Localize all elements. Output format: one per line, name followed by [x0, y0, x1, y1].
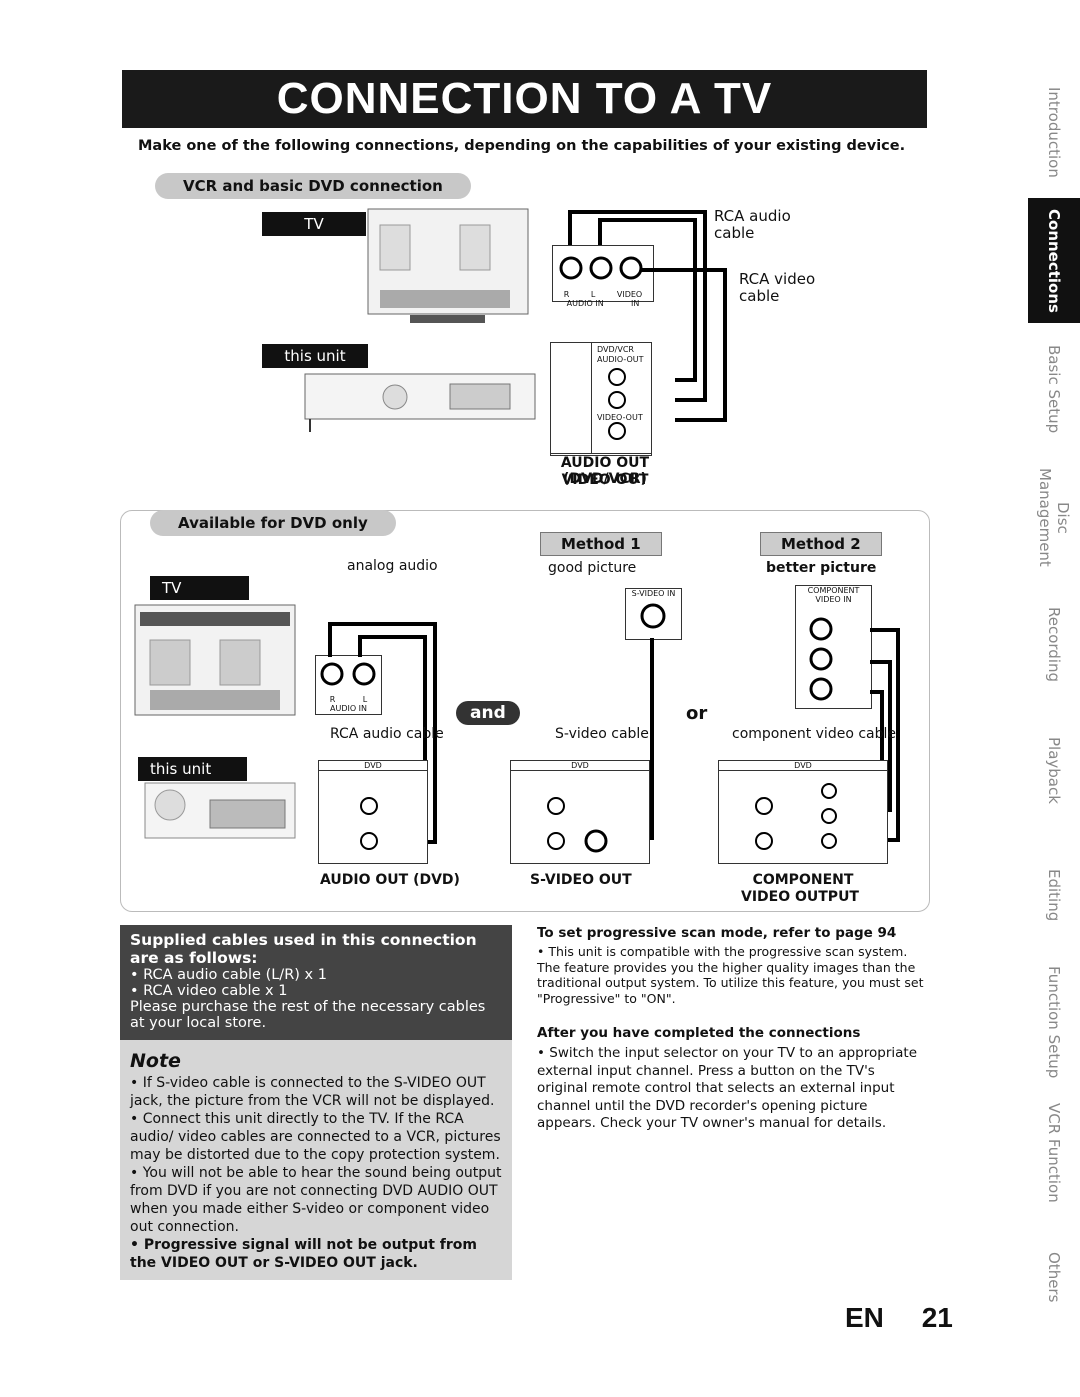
unit-tag-2: this unit	[138, 757, 247, 781]
and-badge: and	[456, 701, 520, 725]
caption-video-output: VIDEO OUTPUT	[740, 889, 859, 905]
analog-audio-label: analog audio	[347, 558, 438, 574]
audio-in-l: L	[362, 695, 368, 704]
dvd-panel-svideo: DVD	[510, 760, 650, 864]
method2-badge: Method 2	[760, 532, 882, 556]
sidebar-item-basic-setup[interactable]: Basic Setup	[1045, 344, 1063, 434]
svideo-jack-icon	[640, 603, 666, 629]
audio-in-r: R	[329, 695, 336, 704]
page-number: 21	[921, 1302, 953, 1333]
note-item-3: • You will not be able to hear the sound…	[130, 1165, 502, 1235]
good-picture-label: good picture	[548, 560, 637, 576]
dvd-svideo-jacks	[547, 797, 608, 853]
audio-in-rl: R L	[316, 695, 381, 704]
sidebar-item-editing[interactable]: Editing	[1045, 868, 1063, 922]
sidebar-item-recording[interactable]: Recording	[1045, 607, 1063, 683]
sidebar-item-connections[interactable]: Connections	[1028, 198, 1080, 323]
footer-lang: EN	[845, 1302, 884, 1333]
section-label-vcr: VCR and basic DVD connection	[155, 173, 471, 199]
sidebar-item-introduction[interactable]: Introduction	[1045, 87, 1063, 178]
jack-label-video: VIDEO	[616, 290, 643, 299]
dvd-label-3: DVD	[719, 761, 887, 771]
unit-rear-illustration-2	[144, 782, 296, 839]
sidebar-item-function-setup[interactable]: Function Setup	[1045, 966, 1063, 1079]
tv-tag-2: TV	[150, 576, 249, 600]
sidebar-item-vcr-function[interactable]: VCR Function	[1045, 1102, 1063, 1203]
dvd-panel-component: DVD	[718, 760, 888, 864]
sidebar-item-others[interactable]: Others	[1045, 1252, 1063, 1303]
page-title: CONNECTION TO A TV	[276, 74, 773, 123]
section-label-dvd: Available for DVD only	[150, 510, 396, 536]
tv-tag: TV	[262, 212, 366, 236]
tv-input-panel: R L VIDEO AUDIO IN IN	[552, 245, 654, 308]
note-item-2: • Connect this unit directly to the TV. …	[130, 1111, 501, 1163]
svideo-in-panel: S-VIDEO IN	[625, 588, 682, 640]
jack-label-audio-in: AUDIO IN	[566, 299, 604, 308]
rca-cables-illustration	[568, 210, 727, 422]
note-panel: Note • If S-video cable is connected to …	[120, 1040, 512, 1280]
audio-in-panel: R L AUDIO IN	[315, 655, 382, 715]
component-in-panel: COMPONENT VIDEO IN	[795, 585, 872, 709]
dvd-label-2: DVD	[511, 761, 649, 771]
supplied-item-1: • RCA audio cable (L/R) x 1	[130, 967, 327, 983]
tv-jack-group-labels: AUDIO IN IN	[553, 299, 653, 308]
caption-audio-out: AUDIO OUT (DVD/VCR)	[560, 455, 650, 487]
rca-audio-label: RCA audio cable	[714, 207, 791, 242]
panel-label-video-out: VIDEO-OUT	[597, 413, 643, 422]
dvd-component-jacks	[755, 783, 837, 850]
tv-rear-illustration-2	[134, 604, 296, 716]
tv-rear-illustration	[367, 208, 529, 323]
after-text: • Switch the input selector on your TV t…	[537, 1045, 918, 1131]
or-label: or	[686, 703, 708, 724]
unit-rear-illustration	[304, 373, 536, 432]
better-picture-label: better picture	[766, 560, 877, 576]
rca-video-label: RCA video cable	[739, 270, 816, 305]
caption-video-out: VIDEO OUT	[561, 472, 649, 488]
tv-jack-icons	[559, 256, 643, 280]
sidebar-item-playback[interactable]: Playback	[1045, 736, 1063, 804]
note-heading: Note	[130, 1050, 181, 1072]
supplied-text: Please purchase the rest of the necessar…	[130, 999, 486, 1031]
caption-audio-out-dvd: AUDIO OUT (DVD)	[320, 872, 460, 888]
audio-in-jack-icons	[320, 662, 376, 686]
progressive-text: • This unit is compatible with the progr…	[537, 944, 924, 1006]
rca-audio-cable-label: RCA audio cable	[330, 726, 444, 742]
jack-label-l: L	[590, 290, 596, 299]
unit-tag: this unit	[262, 344, 368, 368]
dvd-panel-audio: DVD	[318, 760, 428, 864]
audio-in-label: AUDIO IN	[329, 704, 368, 713]
unit-jack-icons	[608, 368, 626, 440]
svideo-cable-label: S-video cable	[555, 726, 649, 742]
page-footer: EN 21	[845, 1302, 953, 1334]
supplied-item-2: • RCA video cable x 1	[130, 983, 288, 999]
component-cable-label: component video cable	[732, 726, 897, 742]
sidebar-item-disc-management[interactable]: Disc Management	[1036, 468, 1072, 567]
dvd-audio-jacks	[360, 797, 378, 850]
page-title-bar: CONNECTION TO A TV	[122, 70, 927, 128]
panel-label-audio-out: AUDIO-OUT	[597, 355, 644, 364]
dvd-label: DVD	[319, 761, 427, 771]
note-item-1: • If S-video cable is connected to the S…	[130, 1075, 495, 1109]
progressive-heading: To set progressive scan mode, refer to p…	[537, 925, 897, 941]
jack-label-r: R	[563, 290, 570, 299]
intro-text: Make one of the following connections, d…	[138, 138, 906, 154]
dvd-only-frame	[120, 510, 930, 912]
after-heading: After you have completed the connections	[537, 1025, 861, 1041]
panel-label-dvdvcr: DVD/VCR	[597, 345, 634, 354]
note-item-bold: • Progressive signal will not be output …	[130, 1237, 478, 1271]
caption-component: COMPONENT	[752, 872, 854, 888]
component-jack-icons	[809, 617, 833, 701]
method1-badge: Method 1	[540, 532, 662, 556]
component-in-label: COMPONENT VIDEO IN	[807, 586, 860, 604]
supplied-cables-panel: Supplied cables used in this connection …	[120, 925, 512, 1053]
unit-output-panel: DVD/VCR AUDIO-OUT VIDEO-OUT	[550, 342, 652, 456]
jack-label-in: IN	[631, 299, 640, 308]
tv-jack-labels: R L VIDEO	[553, 290, 653, 299]
svideo-in-label: S-VIDEO IN	[631, 589, 676, 598]
caption-svideo-out: S-VIDEO OUT	[530, 872, 632, 888]
supplied-heading: Supplied cables used in this connection …	[130, 931, 477, 967]
